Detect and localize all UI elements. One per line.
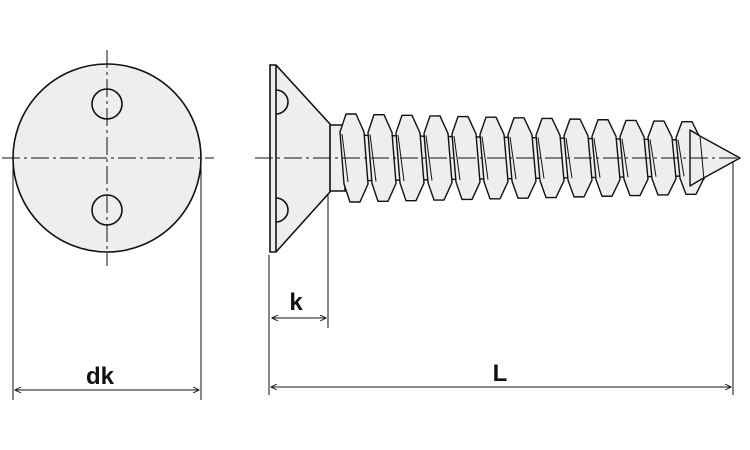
thread-root-line — [481, 136, 489, 180]
k-dimension: k — [272, 195, 329, 328]
dk-label: dk — [86, 363, 115, 390]
k-label: k — [289, 289, 303, 316]
l-dimension: L — [268, 162, 734, 395]
dk-dimension: dk — [12, 160, 202, 400]
thread-root-line — [649, 139, 657, 177]
thread-root-line — [677, 139, 685, 177]
thread-root-line — [509, 136, 517, 180]
l-label: L — [493, 360, 508, 387]
drive-hole-section-upper — [275, 89, 289, 115]
screw-side-view — [255, 64, 741, 253]
head-top-view — [2, 50, 214, 266]
drive-hole-section-lower — [275, 197, 289, 223]
thread-root-line — [453, 135, 461, 181]
